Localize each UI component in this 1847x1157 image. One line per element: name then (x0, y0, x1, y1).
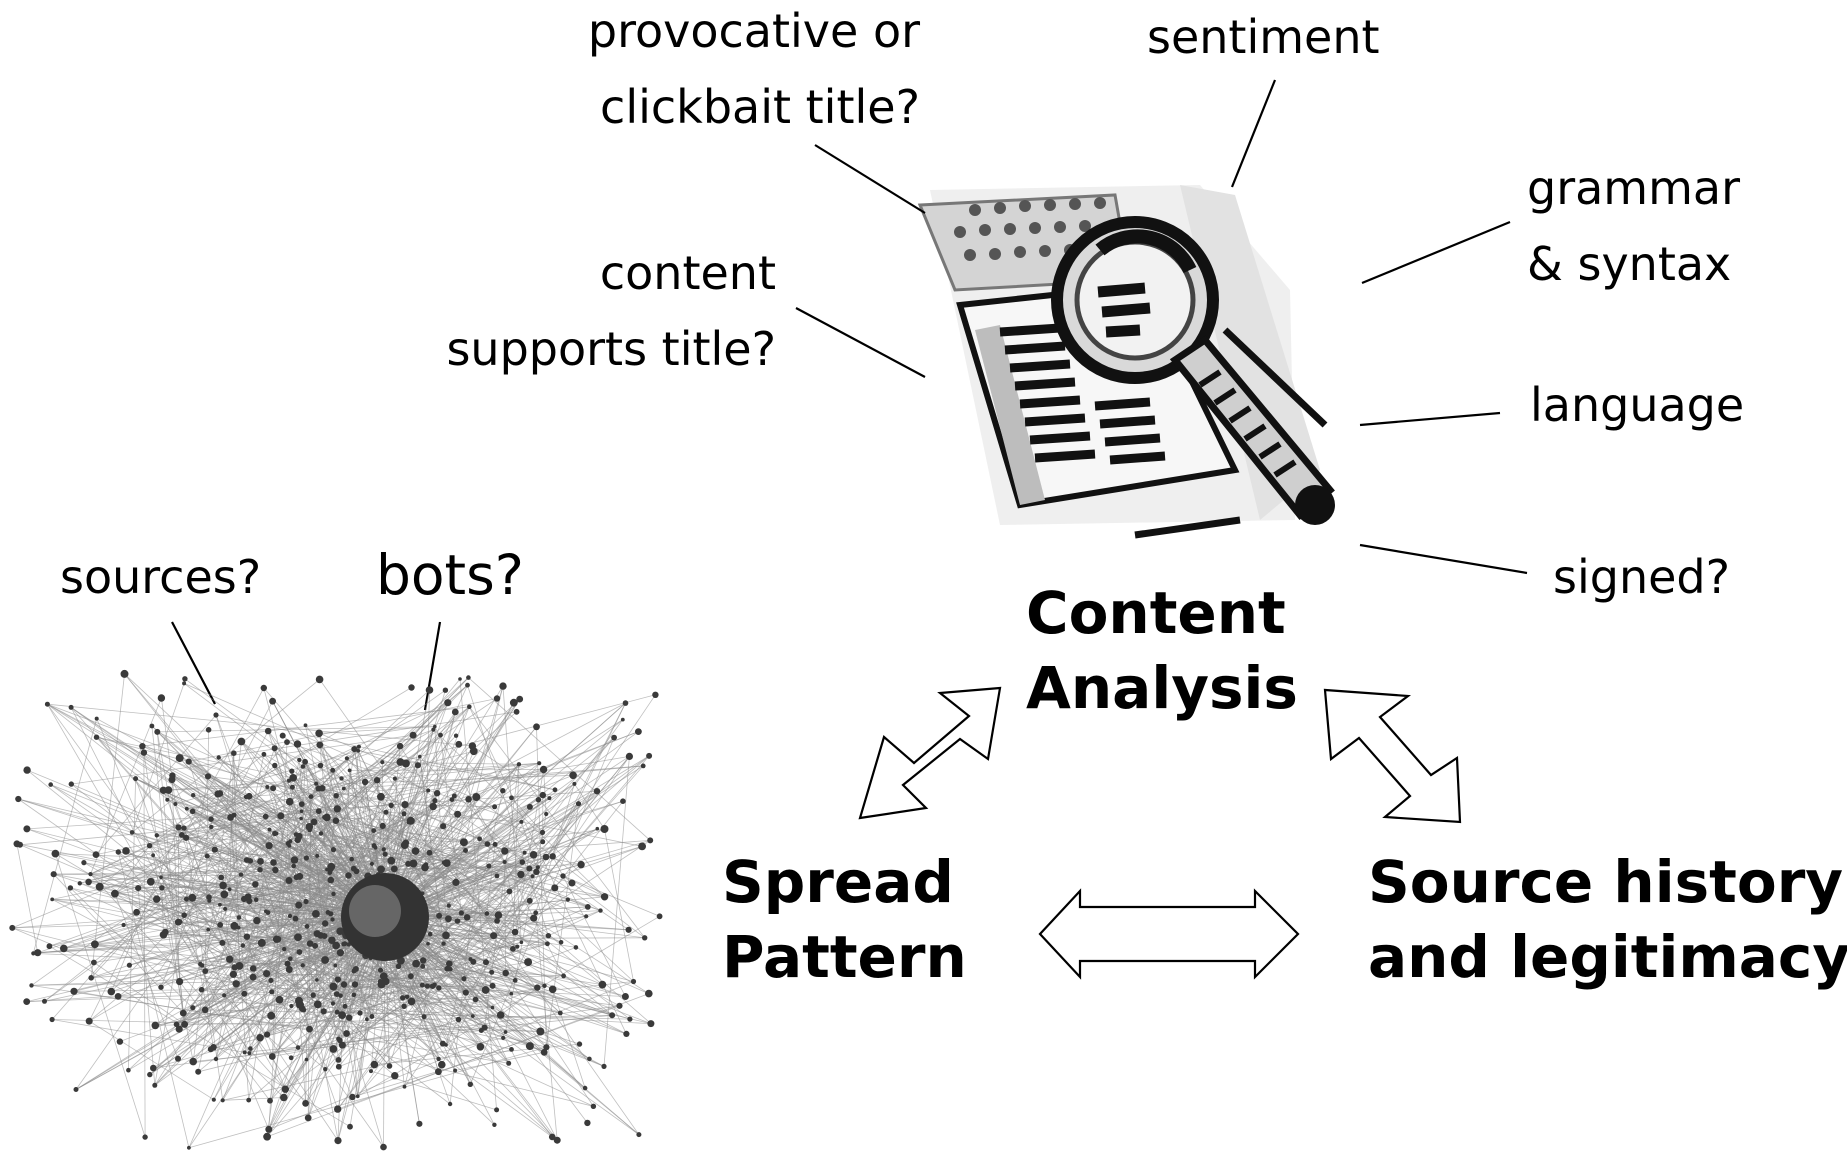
label-grammar-syntax: grammar & syntax (1527, 150, 1740, 302)
label-clickbait-title: provocative or clickbait title? (520, 0, 920, 145)
network-edges (12, 673, 660, 1149)
leader-line-supports (795, 307, 926, 378)
node-content-analysis-line-1: Content (1026, 579, 1286, 647)
label-grammar-line-2: & syntax (1527, 237, 1732, 291)
label-sentiment: sentiment (1147, 10, 1380, 64)
leader-line-sources (171, 621, 216, 705)
network-nodes (9, 669, 663, 1151)
leader-line-language (1359, 411, 1501, 427)
arrow-content-source (1323, 688, 1462, 824)
arrow-spread-content (858, 686, 1002, 820)
node-source-history: Source history and legitimacy (1368, 845, 1847, 995)
label-content-supports-title: content supports title? (376, 235, 776, 387)
label-clickbait-line-2: clickbait title? (600, 80, 920, 134)
node-spread-pattern: Spread Pattern (722, 845, 967, 995)
arrow-spread-source (1038, 888, 1300, 980)
leader-line-grammar (1361, 220, 1511, 285)
leader-line-sentiment (1230, 79, 1277, 188)
leader-lines (171, 79, 1528, 711)
node-content-analysis-line-2: Analysis (1026, 654, 1298, 722)
leader-line-clickbait (814, 144, 926, 214)
network-graph (9, 669, 663, 1151)
label-supports-line-2: supports title? (446, 322, 776, 376)
label-grammar-line-1: grammar (1527, 161, 1741, 215)
leader-line-signed (1359, 543, 1528, 575)
label-supports-line-1: content (599, 246, 776, 300)
leader-line-bots (423, 621, 442, 711)
node-source-history-line-1: Source history (1368, 848, 1844, 916)
label-signed: signed? (1553, 550, 1731, 604)
label-sources: sources? (60, 550, 262, 604)
label-clickbait-line-1: provocative or (587, 4, 920, 58)
node-source-history-line-2: and legitimacy (1368, 923, 1847, 991)
node-spread-pattern-line-2: Pattern (722, 923, 967, 991)
document-magnifier-icon (917, 185, 1335, 539)
node-content-analysis: Content Analysis (1026, 576, 1298, 726)
label-bots: bots? (376, 543, 524, 607)
node-spread-pattern-line-1: Spread (722, 848, 954, 916)
arrows (858, 686, 1462, 980)
label-language: language (1530, 378, 1745, 432)
